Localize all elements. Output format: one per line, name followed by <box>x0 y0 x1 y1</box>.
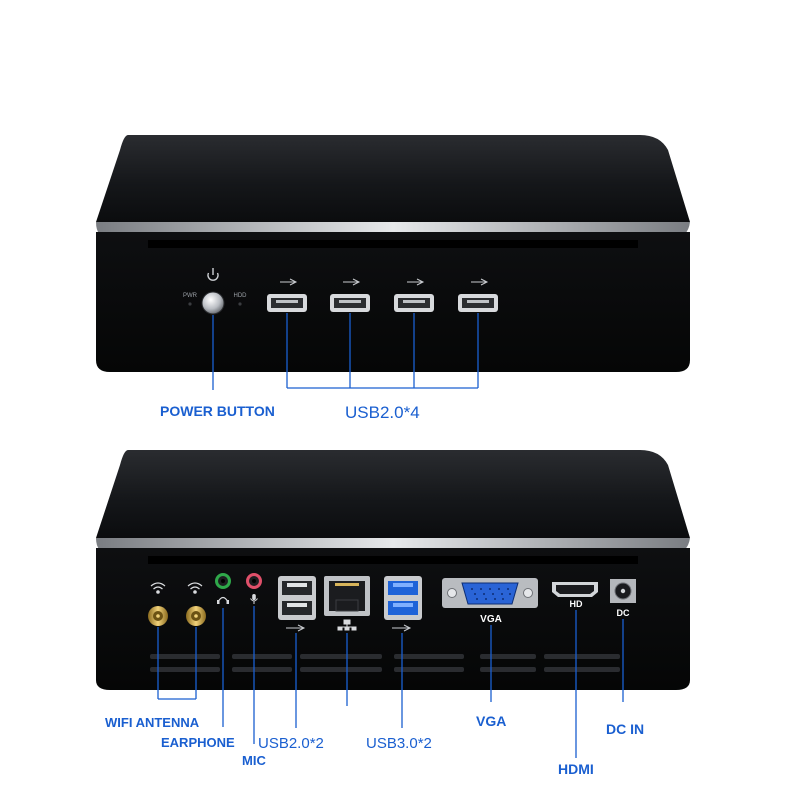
hdd-indicator-label: HDD <box>234 293 248 299</box>
earphone-label: EARPHONE <box>161 735 235 750</box>
mic-label: MIC <box>242 753 266 768</box>
rear-mini-pc: VGA HD DC <box>96 450 690 758</box>
ethernet-port <box>324 576 370 616</box>
network-icon <box>337 619 357 631</box>
usb-logo-icon <box>280 278 298 286</box>
dc-port-label: DC <box>617 608 630 618</box>
front-usb-port-2 <box>330 294 370 312</box>
power-button-label: POWER BUTTON <box>160 403 275 419</box>
usb-logo-icon <box>286 624 306 632</box>
usb-logo-icon <box>471 278 489 286</box>
rear-callout-lines <box>157 606 624 758</box>
microphone-icon <box>250 594 258 604</box>
hdmi-port <box>552 582 598 597</box>
power-button <box>201 291 225 315</box>
headphones-icon <box>217 596 229 604</box>
earphone-jack <box>215 573 231 589</box>
vga-port-label: VGA <box>480 614 502 625</box>
vga-label: VGA <box>476 713 507 729</box>
wifi-antenna-connector-1 <box>148 606 168 626</box>
pwr-led <box>188 302 192 306</box>
mic-jack <box>246 573 262 589</box>
usb-logo-icon <box>343 278 361 286</box>
rear-usb2-ports <box>278 576 316 620</box>
dc-port <box>610 579 636 603</box>
front-usb-port-3 <box>394 294 434 312</box>
wifi-antenna-connector-2 <box>186 606 206 626</box>
usb-logo-icon <box>392 624 412 632</box>
hdmi-port-label: HD <box>570 599 583 609</box>
hdmi-label: HDMI <box>558 761 594 777</box>
front-usb-port-4 <box>458 294 498 312</box>
usb2-x2-label: USB2.0*2 <box>258 735 324 752</box>
hdd-led <box>238 302 242 306</box>
front-usb-port-1 <box>267 294 307 312</box>
wifi-icon <box>150 582 166 594</box>
vent-slots <box>150 654 620 672</box>
vga-port <box>442 578 538 608</box>
usb3-x2-label: USB3.0*2 <box>366 735 432 752</box>
power-icon <box>207 268 219 281</box>
usb2-x4-label: USB2.0*4 <box>345 403 420 422</box>
wifi-antenna-label: WIFI ANTENNA <box>105 715 200 730</box>
front-mini-pc: PWR HDD <box>96 135 690 390</box>
pwr-indicator-label: PWR <box>183 293 198 299</box>
dc-in-label: DC IN <box>606 721 645 737</box>
usb-logo-icon <box>407 278 425 286</box>
wifi-icon <box>187 582 203 594</box>
front-callout-lines <box>212 313 479 390</box>
rear-usb3-ports <box>384 576 422 620</box>
